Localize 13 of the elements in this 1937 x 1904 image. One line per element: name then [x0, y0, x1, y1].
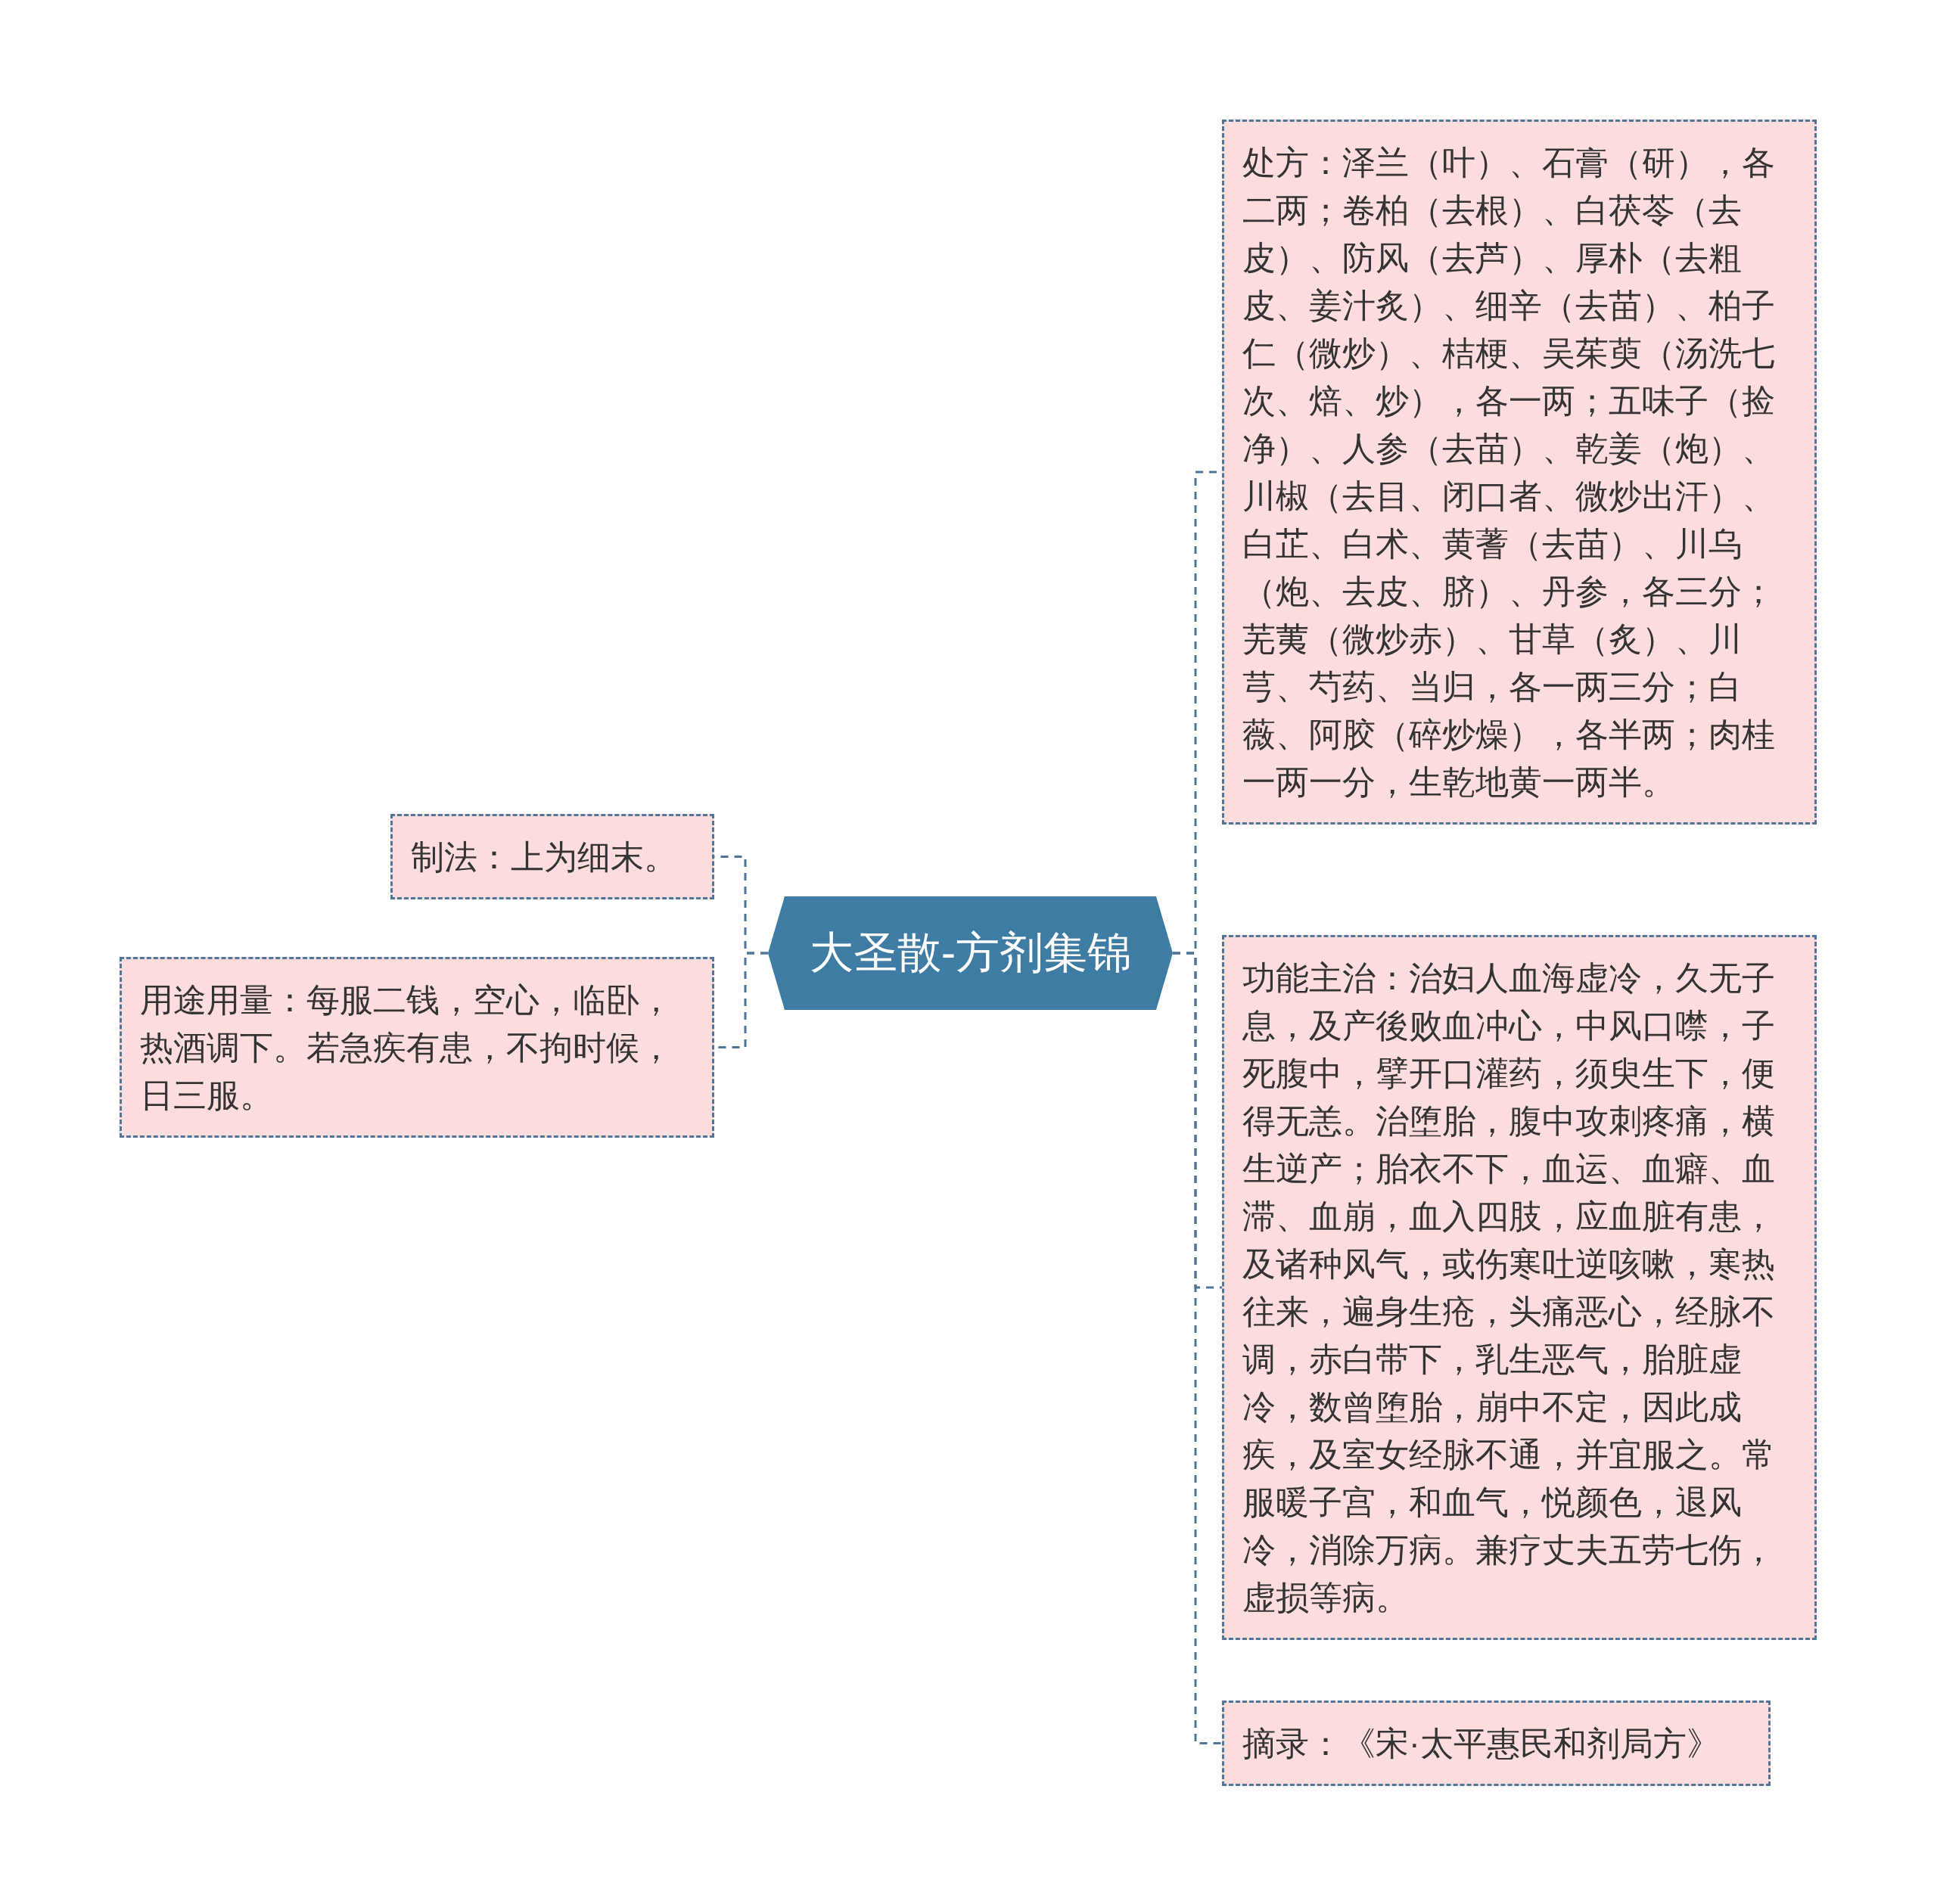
- topic-text: 制法：上为细末。: [411, 837, 678, 877]
- topic-text: 用途用量：每服二钱，空心，临卧，热酒调下。若急疾有患，不拘时候，日三服。: [140, 980, 673, 1115]
- topic-text: 大圣散-方剂集锦: [809, 927, 1132, 978]
- topic-card: [390, 814, 714, 899]
- topic-text: 处方：泽兰（叶）、石膏（研），各二两；卷柏（去根）、白茯苓（去皮）、防风（去芦）、厚朴（去粗皮、姜汁炙）、细辛（去苗）、柏子仁（微炒）、桔梗、吴茱萸（汤洗七次、焙、炒），各一两；五味子（捡净）、人参（去苗）、乾姜（炮）、川椒（去目、闭口者、微炒出汗）、白芷、白术、黄蓍（去苗）、川乌（炮、去皮、脐）、丹参，各三分；芜荑（微炒赤）、甘草（炙）、川芎、芍药、当归，各一两三分；白薇、阿胶（碎炒燥），各半两；肉桂一两一分，生乾地黄一两半。: [1242, 143, 1776, 802]
- topic-card: [1222, 120, 1817, 825]
- topic-text: 功能主治：治妇人血海虚冷，久无子息，及产後败血冲心，中风口噤，子死腹中，擘开口灌药，须臾生下，便得无恙。治堕胎，腹中攻刺疼痛，横生逆产；胎衣不下，血运、血癖、血滞、血崩，血入四肢，应血脏有患，及诸种风气，或伤寒吐逆咳嗽，寒热往来，遍身生疮，头痛恶心，经脉不调，赤白带下，乳生恶气，胎脏虚冷，数曾堕胎，崩中不定，因此成疾，及室女经脉不通，并宜服之。常服暖子宫，和血气，悦颜色，退风冷，消除万病。兼疗丈夫五劳七伤，虚损等病。: [1242, 958, 1776, 1617]
- topic-text: 摘录：《宋·太平惠民和剂局方》: [1242, 1724, 1721, 1763]
- central-topic: [768, 896, 1173, 1010]
- topic-card: [1222, 1701, 1771, 1786]
- topic-card: [1222, 935, 1817, 1640]
- connector-line: [1173, 952, 1222, 1744]
- topic-card: [120, 957, 714, 1138]
